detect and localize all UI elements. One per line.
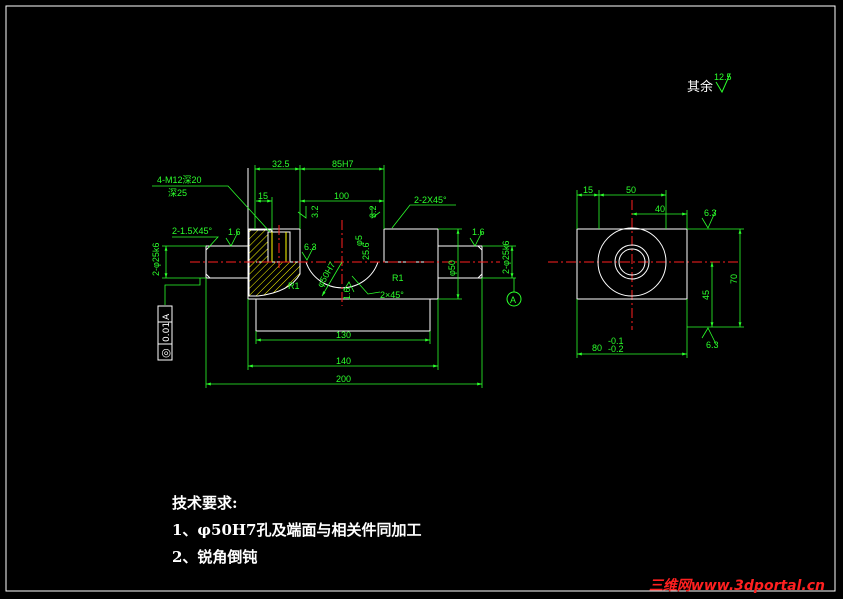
svg-text:φ5: φ5 xyxy=(354,235,364,246)
svg-text:100: 100 xyxy=(334,191,349,201)
svg-text:200: 200 xyxy=(336,374,351,384)
svg-text:-0.2: -0.2 xyxy=(608,344,624,354)
front-dimensions xyxy=(152,165,516,388)
global-roughness: 其余 12.5 xyxy=(687,72,732,95)
svg-text:6.3: 6.3 xyxy=(706,340,719,350)
svg-text:85H7: 85H7 xyxy=(332,159,354,169)
svg-text:3.2: 3.2 xyxy=(368,205,378,218)
svg-text:25.6: 25.6 xyxy=(361,242,371,260)
svg-text:1.6: 1.6 xyxy=(472,227,485,237)
svg-text:4-M12深20: 4-M12深20 xyxy=(157,175,202,185)
svg-text:80: 80 xyxy=(592,343,602,353)
svg-text:1.6: 1.6 xyxy=(228,227,241,237)
side-dimensions xyxy=(576,190,744,358)
bore-outer xyxy=(614,244,650,280)
svg-text:32.5: 32.5 xyxy=(272,159,290,169)
front-roughness xyxy=(225,206,483,293)
drawing-border xyxy=(5,5,836,592)
svg-text:R1: R1 xyxy=(288,281,300,291)
svg-text:45: 45 xyxy=(701,290,711,300)
svg-text:6.3: 6.3 xyxy=(704,208,717,218)
side-view xyxy=(576,227,688,300)
base-block xyxy=(255,298,431,332)
svg-text:2-φ25k6: 2-φ25k6 xyxy=(151,243,161,276)
svg-text:-0.1: -0.1 xyxy=(608,336,624,346)
svg-text:6.3: 6.3 xyxy=(304,242,317,252)
svg-text:A: A xyxy=(162,313,172,320)
svg-text:R1: R1 xyxy=(392,273,404,283)
svg-text:140: 140 xyxy=(336,356,351,366)
note-item-2: 2、锐角倒钝 xyxy=(172,548,258,566)
side-roughness xyxy=(701,209,717,345)
svg-text:◎: ◎ xyxy=(159,348,172,358)
svg-text:40: 40 xyxy=(655,204,665,214)
svg-text:2×45°: 2×45° xyxy=(380,290,404,300)
svg-text:深25: 深25 xyxy=(168,188,187,198)
note-item-1: 1、φ50H7孔及端面与相关件同加工 xyxy=(172,521,422,539)
front-dim-labels: 32.5 85H7 15 100 130 140 200 4-M12深20 深2… xyxy=(151,159,511,384)
svg-text:130: 130 xyxy=(336,330,351,340)
svg-text:2-1.5X45°: 2-1.5X45° xyxy=(172,226,213,236)
technical-requirements: 技术要求: 1、φ50H7孔及端面与相关件同加工 2、锐角倒钝 xyxy=(172,490,422,571)
svg-text:0.01: 0.01 xyxy=(162,322,172,342)
outer-boss xyxy=(597,227,667,297)
svg-text:2-2X45°: 2-2X45° xyxy=(414,195,447,205)
datum-a-symbol: A xyxy=(506,291,522,307)
svg-text:3.2: 3.2 xyxy=(310,205,320,218)
section-hatch xyxy=(248,229,301,297)
svg-text:φ50: φ50 xyxy=(447,260,457,276)
svg-text:A: A xyxy=(510,295,516,305)
svg-text:70: 70 xyxy=(729,274,739,284)
svg-text:其余: 其余 xyxy=(687,79,713,95)
centerlines xyxy=(190,200,740,330)
watermark: 三维网www.3dportal.cn xyxy=(648,578,825,594)
svg-text:15: 15 xyxy=(258,191,268,201)
svg-text:12.5: 12.5 xyxy=(714,72,732,82)
svg-text:2-φ25k6: 2-φ25k6 xyxy=(501,241,511,274)
svg-text:50: 50 xyxy=(626,185,636,195)
side-block xyxy=(576,228,688,300)
tolerance-frame: ◎ 0.01 A xyxy=(157,305,173,361)
svg-text:1.6: 1.6 xyxy=(342,287,352,300)
notes-title: 技术要求: xyxy=(172,494,238,512)
bore-inner xyxy=(618,248,646,276)
svg-text:15: 15 xyxy=(583,185,593,195)
